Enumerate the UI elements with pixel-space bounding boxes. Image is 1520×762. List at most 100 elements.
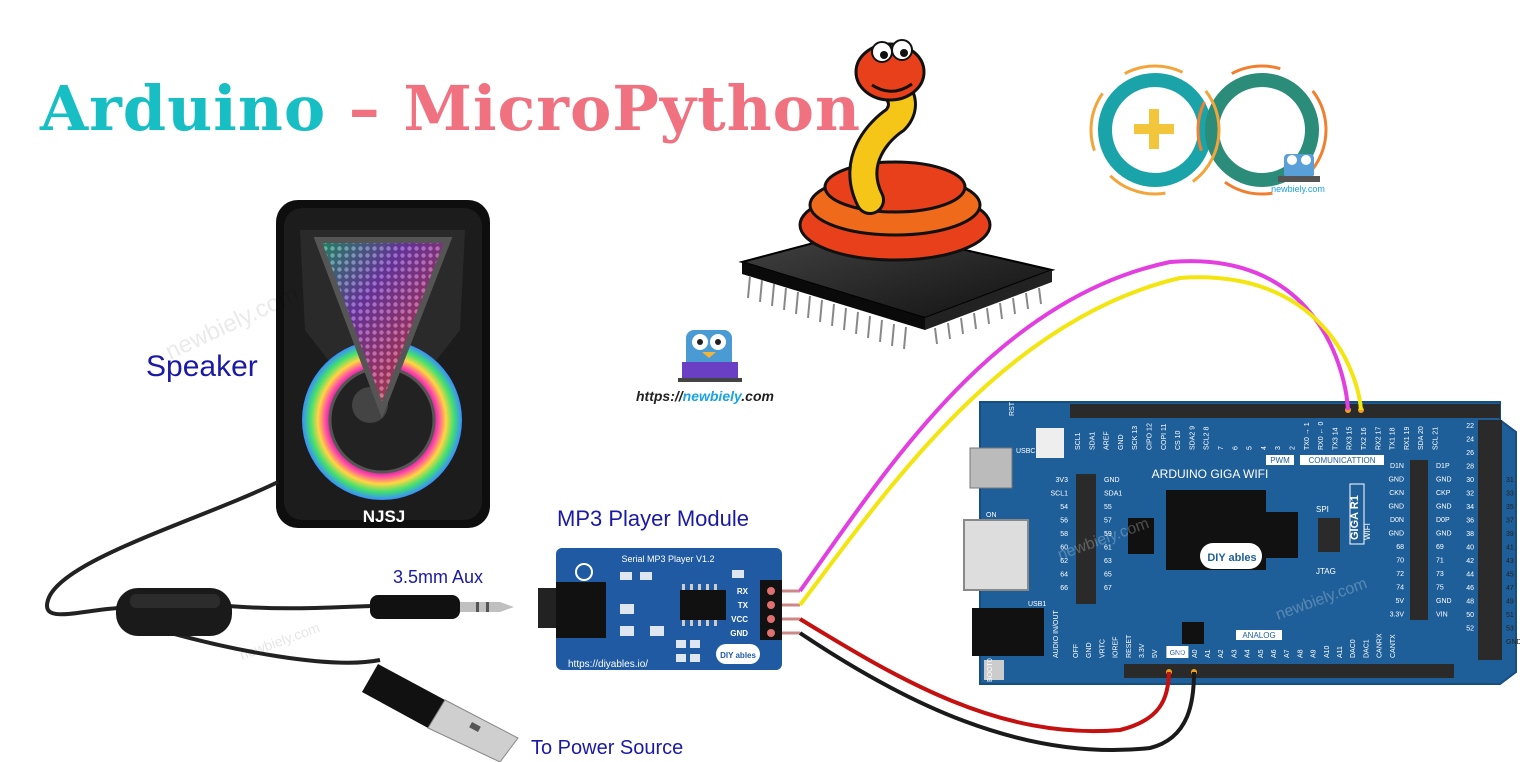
left-pin-label: 55 (1104, 504, 1112, 511)
bottom-pin-label: A4 (1245, 649, 1252, 658)
wire-gnd (798, 631, 1196, 752)
top-pin-label: TX1 18 (1390, 427, 1397, 450)
bottom-pin-label: CANTX (1390, 634, 1397, 658)
top-pin-label: SCL2 8 (1204, 427, 1211, 450)
right-pin-label: GND (1388, 504, 1404, 511)
top-pin-label: SCL 21 (1433, 427, 1440, 450)
left-pin-label: SDA1 (1104, 491, 1122, 498)
volume-control (116, 588, 232, 636)
left-pin-label: 61 (1104, 545, 1112, 552)
arduino-audio-label: AUDIO IN/OUT (1053, 609, 1060, 658)
bottom-pin-label: A3 (1231, 649, 1238, 658)
logo-site-text: newbiely.com (1271, 184, 1325, 194)
speaker: NJSJ (276, 200, 490, 528)
mp3-brand: DIY ables (720, 651, 756, 660)
bottom-pin-label: OFF (1073, 644, 1080, 658)
speaker-cable (45, 480, 279, 617)
bottom-pin-label: A6 (1271, 649, 1278, 658)
arduino-model: GIGA R1 (1349, 495, 1361, 540)
right-pin-label: 5V (1395, 598, 1404, 605)
right-pin-label: 71 (1436, 558, 1444, 565)
bottom-pin-label: IOREF (1113, 637, 1120, 658)
right-pin-label: D0P (1436, 517, 1450, 524)
bottom-pin-label: DAC1 (1363, 639, 1370, 658)
arduino-left-pin-labels: 3V3SCL154565860626466GNDSDA1555759616365… (1050, 477, 1122, 592)
arduino-boot0-label: BOOT0 (987, 658, 994, 682)
url-suffix: .com (741, 388, 774, 404)
edge-pin-label: 49 (1506, 599, 1514, 606)
right-pin-label: CKN (1389, 490, 1404, 497)
left-pin-label: 67 (1104, 585, 1112, 592)
mp3-pin-vcc: VCC (731, 615, 748, 624)
top-pin-label: 6 (1232, 446, 1239, 450)
mp3-module-label: MP3 Player Module (557, 506, 749, 531)
mp3-pin-tx: TX (738, 601, 749, 610)
bottom-pin-label: 5V (1152, 649, 1159, 658)
top-pin-label: 2 (1290, 446, 1297, 450)
newbiely-owl-icon (678, 330, 742, 382)
top-pin-label: SDA 20 (1418, 426, 1425, 450)
arduino-board-name: ARDUINO GIGA WIFI (1152, 467, 1269, 481)
edge-pin-label: 24 (1466, 437, 1474, 444)
edge-pin-label: 45 (1506, 572, 1514, 579)
arduino-model-sub: WIFI (1363, 523, 1372, 540)
mp3-board-url: https://diyables.io/ (568, 659, 648, 670)
bottom-pin-label: GND (1086, 642, 1093, 658)
micropython-logo (738, 39, 1056, 350)
right-pin-label: 68 (1396, 544, 1404, 551)
right-pin-label: 70 (1396, 558, 1404, 565)
newbiely-url[interactable]: https://newbiely.com (636, 388, 774, 404)
aux-label: 3.5mm Aux (393, 567, 484, 587)
left-pin-label: GND (1104, 477, 1120, 484)
arduino-analog-tag: ANALOG (1242, 631, 1275, 640)
right-pin-label: D1N (1390, 463, 1404, 470)
right-pin-label: 72 (1396, 571, 1404, 578)
top-pin-label: AREF (1104, 431, 1111, 450)
mp3-player-module: Serial MP3 Player V1.2 https://diyables.… (538, 548, 800, 670)
edge-pin-label: 48 (1466, 599, 1474, 606)
bottom-pin-label: 3.3V (1139, 643, 1146, 658)
edge-pin-label: 39 (1506, 531, 1514, 538)
edge-pin-label: 22 (1466, 423, 1474, 430)
arduino-edge-pin-labels: 2224262830323436384042444648505231333537… (1466, 423, 1520, 646)
right-pin-label: GND (1436, 477, 1452, 484)
right-pin-label: 3.3V (1390, 612, 1405, 619)
right-pin-label: GND (1436, 598, 1452, 605)
bottom-pin-label: A1 (1205, 649, 1212, 658)
title-arduino: Arduino (40, 72, 327, 145)
edge-pin-label: 33 (1506, 491, 1514, 498)
top-pin-label: COPI 11 (1161, 424, 1168, 450)
bottom-pin-label: GND (1170, 650, 1186, 657)
mp3-board-title: Serial MP3 Player V1.2 (621, 554, 714, 564)
arduino-logo: newbiely.com (1089, 64, 1328, 196)
left-pin-label: 66 (1060, 585, 1068, 592)
top-pin-label: TX3 14 (1332, 427, 1339, 450)
power-source-label: To Power Source (531, 737, 684, 759)
edge-pin-label: 46 (1466, 585, 1474, 592)
bottom-pin-label: VRTC (1099, 639, 1106, 658)
edge-pin-label: 44 (1466, 572, 1474, 579)
bottom-pin-label: A7 (1284, 649, 1291, 658)
wire-tx (798, 275, 1363, 607)
mp3-pin-gnd: GND (730, 629, 748, 638)
title-separator: – (326, 72, 404, 145)
left-pin-label: 63 (1104, 558, 1112, 565)
edge-pin-label: 40 (1466, 545, 1474, 552)
top-pin-label: SCL1 (1075, 432, 1082, 450)
bottom-pin-label: A10 (1324, 645, 1331, 658)
usb-plug (362, 664, 519, 762)
right-pin-label: D0N (1390, 517, 1404, 524)
page-title: Arduino – MicroPython (40, 72, 861, 145)
top-pin-label: CS 10 (1175, 430, 1182, 450)
edge-pin-label: 30 (1466, 477, 1474, 484)
arduino-comm-tag: COMUNICATTION (1309, 456, 1376, 465)
left-pin-label: 60 (1060, 545, 1068, 552)
bottom-pin-label: A9 (1311, 649, 1318, 658)
arduino-spi-label: SPI (1316, 505, 1329, 514)
edge-pin-label: 47 (1506, 585, 1514, 592)
top-pin-label: RX2 17 (1375, 427, 1382, 450)
top-pin-label: TX0 → 1 (1304, 422, 1311, 450)
left-pin-label: 57 (1104, 518, 1112, 525)
